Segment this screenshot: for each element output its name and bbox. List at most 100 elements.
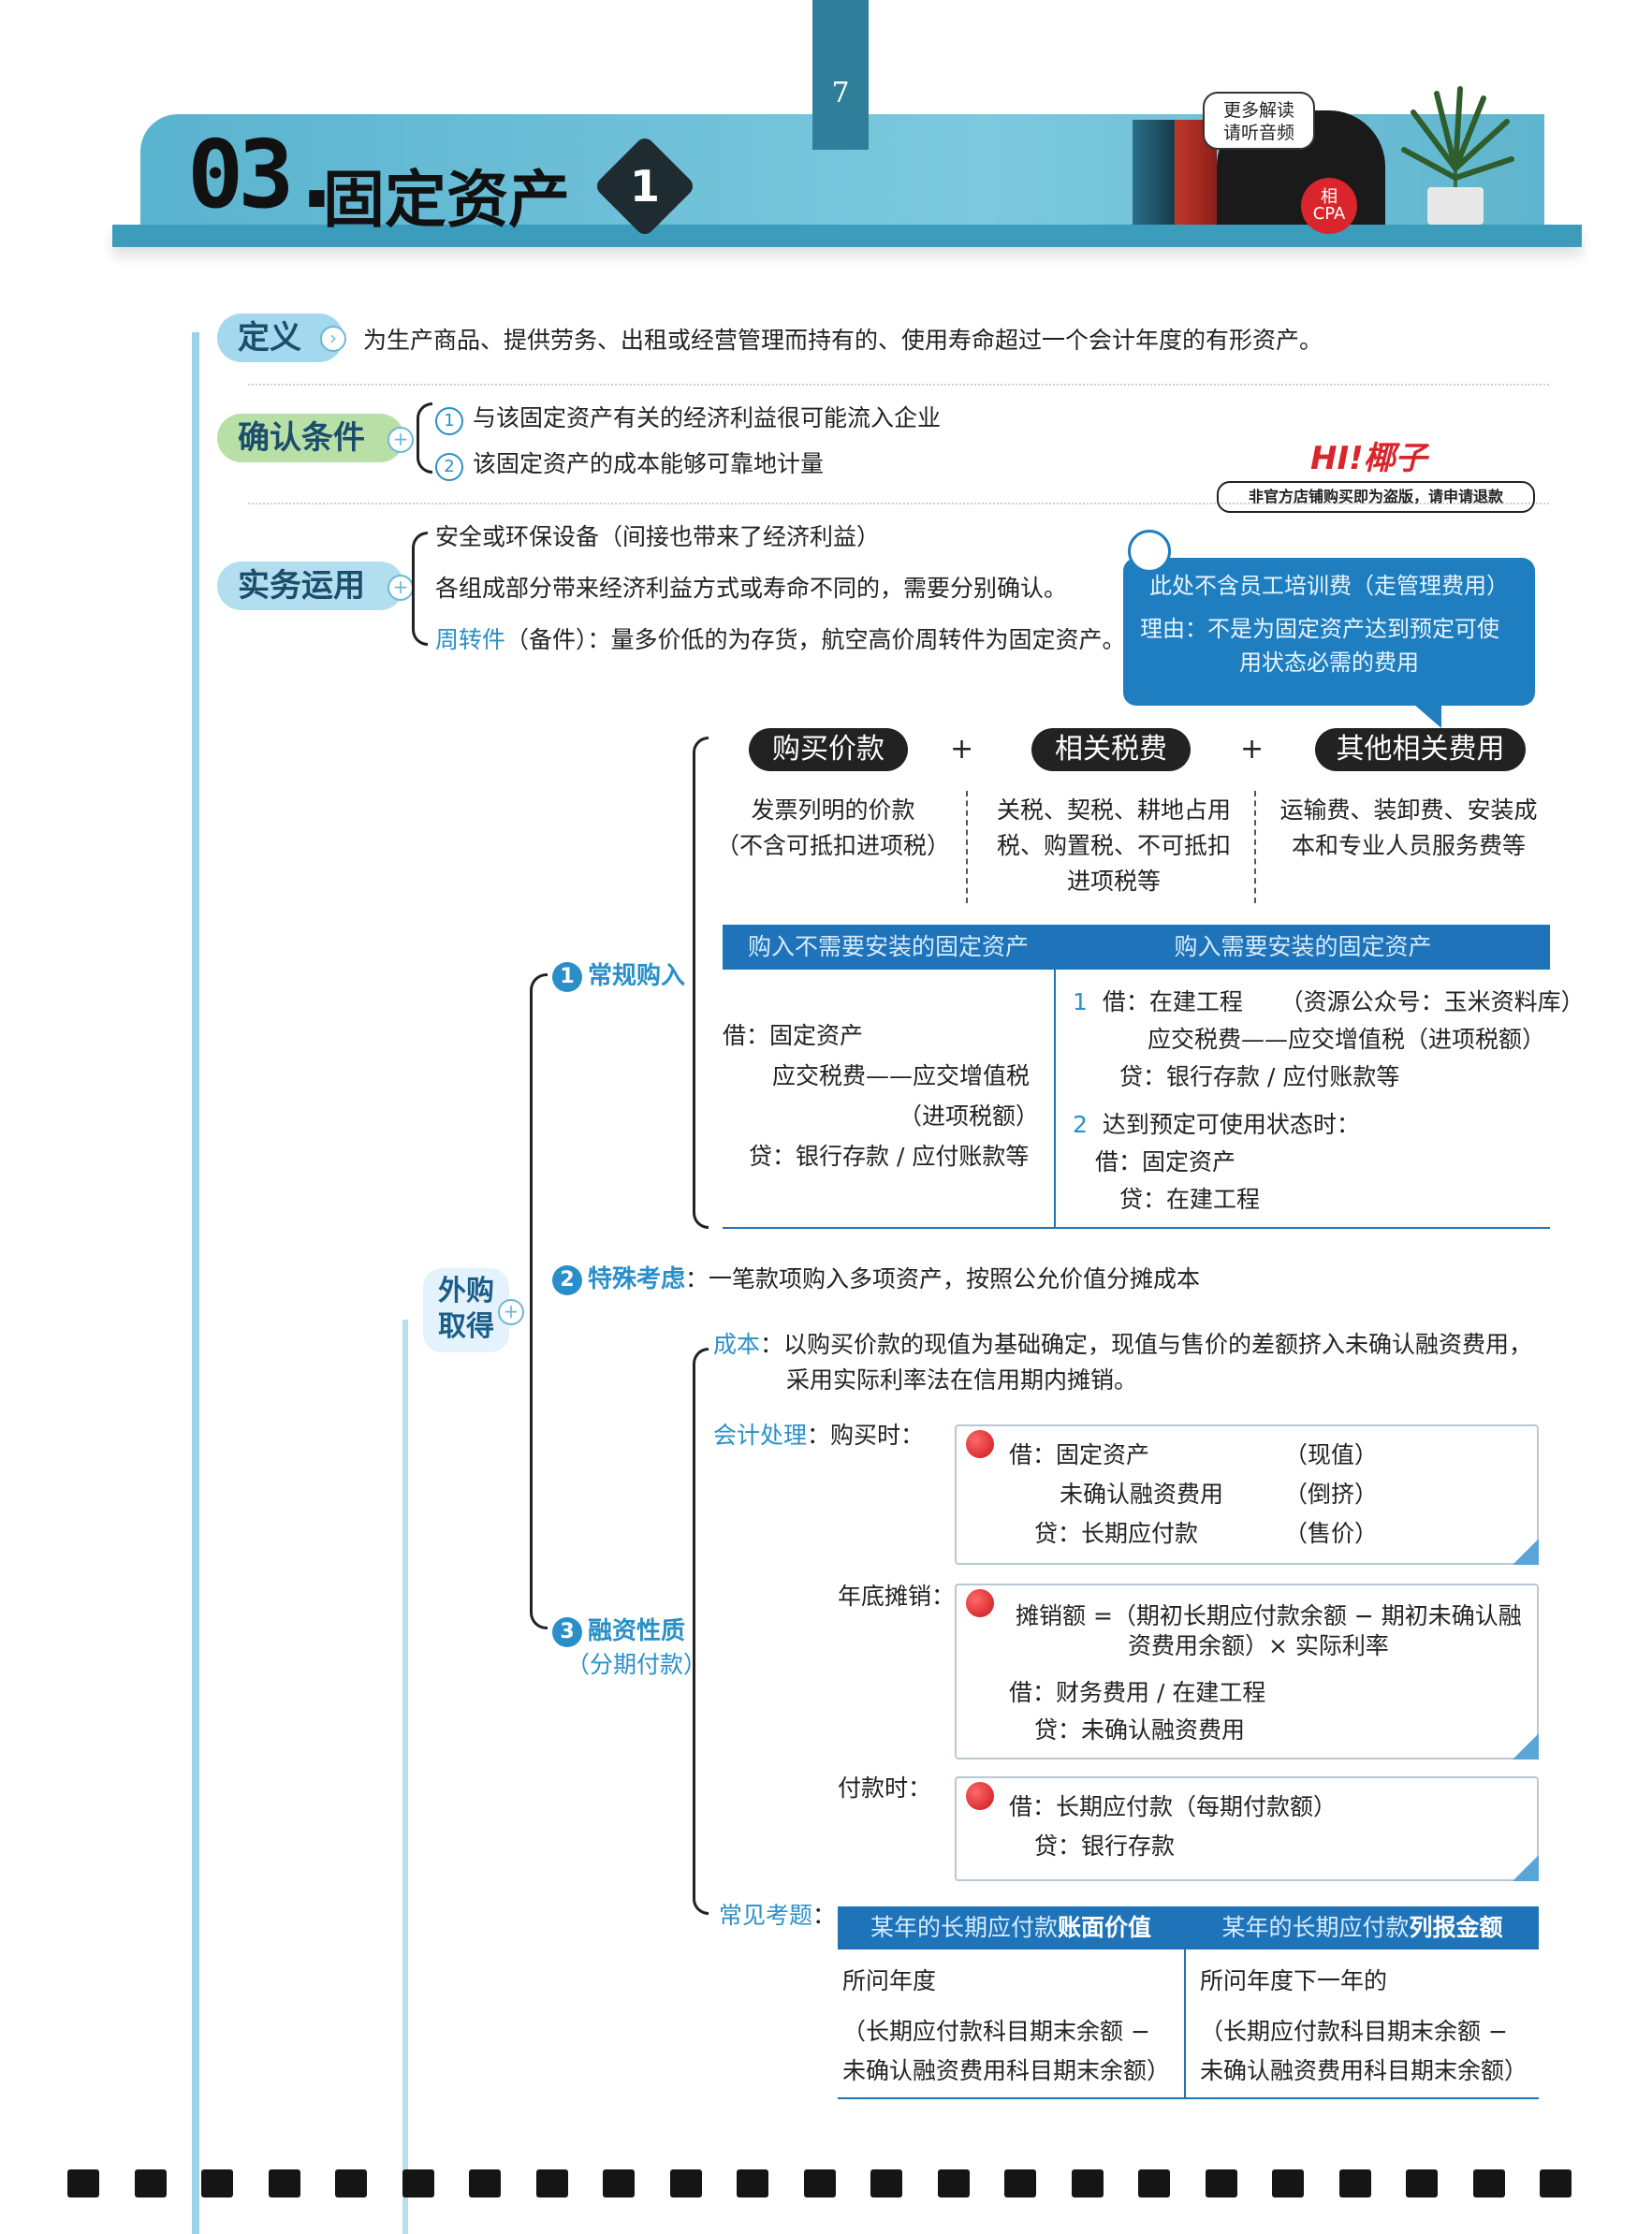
table-bottom-rule — [723, 1227, 1550, 1229]
binding-hole — [535, 2169, 568, 2197]
callout-line: 用状态必需的费用 — [1239, 650, 1419, 676]
binding-hole — [335, 2169, 367, 2197]
page-fold — [1513, 1855, 1539, 1881]
definition-text: 为生产商品、提供劳务、出租或经营管理而持有的、使用寿命超过一个会计年度的有形资产… — [363, 327, 1323, 354]
payment-label: 付款时： — [838, 1774, 932, 1802]
install-step-2: 2 达到预定可使用状态时： — [1073, 1111, 1360, 1138]
table-header-reported-amount: 某年的长期应付款列报金额 — [1186, 1906, 1539, 1949]
binding-hole — [67, 2169, 99, 2197]
binding-hole — [402, 2169, 434, 2197]
entry-line: 贷：银行存款 — [1034, 1832, 1176, 1860]
lightbulb-icon — [1128, 530, 1171, 573]
callout-tail — [1413, 704, 1441, 728]
financing-label: 融资性质 — [588, 1617, 686, 1645]
table-divider — [1054, 925, 1056, 1229]
entry-line: 贷：银行存款 / 应付账款等 — [749, 1143, 1030, 1170]
cpa-logo[interactable] — [1301, 178, 1357, 234]
number-badge: 2 — [435, 453, 463, 481]
pin-icon — [966, 1430, 994, 1458]
plus-sign: + — [1240, 733, 1265, 766]
binding-hole — [1406, 2169, 1438, 2197]
brace — [530, 973, 548, 1629]
brand-warning: 非官方店铺购买即为盗版，请申请退款 — [1217, 481, 1535, 513]
page-ribbon-notch — [812, 131, 869, 150]
table-cell: 未确认融资费用科目期末余额） — [1200, 2057, 1528, 2084]
entry-line: 借：固定资产 — [723, 1022, 864, 1049]
cost-component-desc: 发票列明的价款（不含可抵扣进项税） — [715, 796, 950, 859]
binding-hole — [803, 2169, 836, 2197]
binding-hole — [1071, 2169, 1104, 2197]
brace — [693, 1348, 709, 1915]
cost-component-title: 其他相关费用 — [1315, 728, 1526, 771]
purchase-entry-box — [955, 1424, 1539, 1565]
pin-icon — [966, 1589, 994, 1617]
regular-purchase-label: 常规购入 — [588, 962, 686, 990]
expand-icon[interactable]: + — [387, 575, 414, 601]
table-bottom-rule — [838, 2097, 1539, 2099]
binding-hole — [937, 2169, 970, 2197]
page-number: 7 — [831, 77, 850, 110]
cost-component-desc: 运输费、装卸费、安装成本和专业人员服务费等 — [1279, 796, 1538, 859]
entry-line: 未确认融资费用 — [1060, 1481, 1224, 1508]
number-badge: 3 — [552, 1617, 582, 1647]
entry-line: 借：固定资产 — [1095, 1148, 1236, 1175]
binding-hole — [870, 2169, 902, 2197]
chapter-title: 固定资产 — [323, 164, 570, 236]
binding-hole — [737, 2169, 768, 2197]
mindmap-spine — [192, 332, 199, 2234]
external-purchase-node: 外购 取得 — [423, 1268, 509, 1352]
binding-hole — [1205, 2169, 1237, 2197]
entry-line: 贷：在建工程 — [1119, 1186, 1261, 1213]
entry-note: （现值） — [1284, 1441, 1379, 1468]
binding-hole — [1004, 2169, 1036, 2197]
table-cell: 所问年度下一年的 — [1200, 1967, 1388, 1994]
page-fold — [1513, 1539, 1539, 1565]
amortization-formula: 摊销额 =（期初长期应付款余额 − 期初未确认融 — [1016, 1602, 1522, 1629]
binding-hole — [268, 2169, 300, 2197]
expand-icon[interactable]: + — [498, 1299, 524, 1325]
brace — [693, 737, 709, 1229]
accounting-treatment: 会计处理：购买时： — [713, 1422, 925, 1449]
binding-hole — [1540, 2169, 1572, 2197]
practice-item-2: 各组成部分带来经济利益方式或寿命不同的，需要分别确认。 — [435, 575, 1068, 602]
number-badge: 1 — [552, 962, 582, 992]
financing-cost-cont: 采用实际利率法在信用期内摊销。 — [786, 1366, 1138, 1394]
callout-line: 此处不含员工培训费（走管理费用） — [1149, 573, 1509, 599]
entry-line: 贷：长期应付款 — [1034, 1520, 1199, 1547]
plant-illustration — [1401, 86, 1514, 225]
cost-component-title: 相关税费 — [1031, 728, 1191, 771]
chapter-part-number: 1 — [629, 161, 660, 212]
binding-hole — [669, 2169, 702, 2197]
cost-component-title: 购买价款 — [749, 728, 908, 771]
chevron-right-icon: › — [320, 326, 346, 352]
brace — [417, 402, 432, 474]
recognition-label: 确认条件 — [217, 414, 404, 462]
cost-component-desc: 关税、契税、耕地占用税、购置税、不可抵扣进项税等 — [996, 796, 1231, 895]
practice-item-1: 安全或环保设备（间接也带来了经济利益） — [435, 523, 881, 550]
financing-cost: 成本：以购买价款的现值为基础确定，现值与售价的差额挤入未确认融资费用， — [713, 1331, 1533, 1358]
entry-line: 应交税费——应交增值税（进项税额） — [1148, 1026, 1546, 1053]
page-fold — [1513, 1733, 1539, 1759]
audio-link-bubble[interactable]: 更多解读请听音频 — [1203, 92, 1315, 150]
entry-note: （售价） — [1284, 1520, 1379, 1547]
amortization-formula-cont: 资费用余额）× 实际利率 — [1128, 1632, 1389, 1659]
callout-line: 理由：不是为固定资产达到预定可使 — [1140, 616, 1499, 642]
table-header-book-value: 某年的长期应付款账面价值 — [838, 1906, 1184, 1949]
table-header-install: 购入需要安装的固定资产 — [1056, 925, 1550, 970]
plus-sign: + — [950, 733, 974, 766]
divider — [248, 503, 1549, 504]
binding-hole — [1272, 2169, 1304, 2197]
divider — [248, 384, 1549, 386]
entry-line: 贷：未确认融资费用 — [1034, 1716, 1246, 1744]
dashed-separator — [1254, 791, 1256, 903]
dashed-separator — [966, 791, 968, 903]
common-questions-label: 常见考题： — [719, 1902, 837, 1929]
financing-sublabel: （分期付款） — [566, 1651, 708, 1678]
table-cell: 所问年度 — [842, 1967, 937, 1994]
expand-icon[interactable]: + — [387, 427, 414, 453]
binding-hole — [1338, 2169, 1371, 2197]
entry-line: 借：财务费用 / 在建工程 — [1009, 1679, 1266, 1706]
binding-hole — [201, 2169, 233, 2197]
